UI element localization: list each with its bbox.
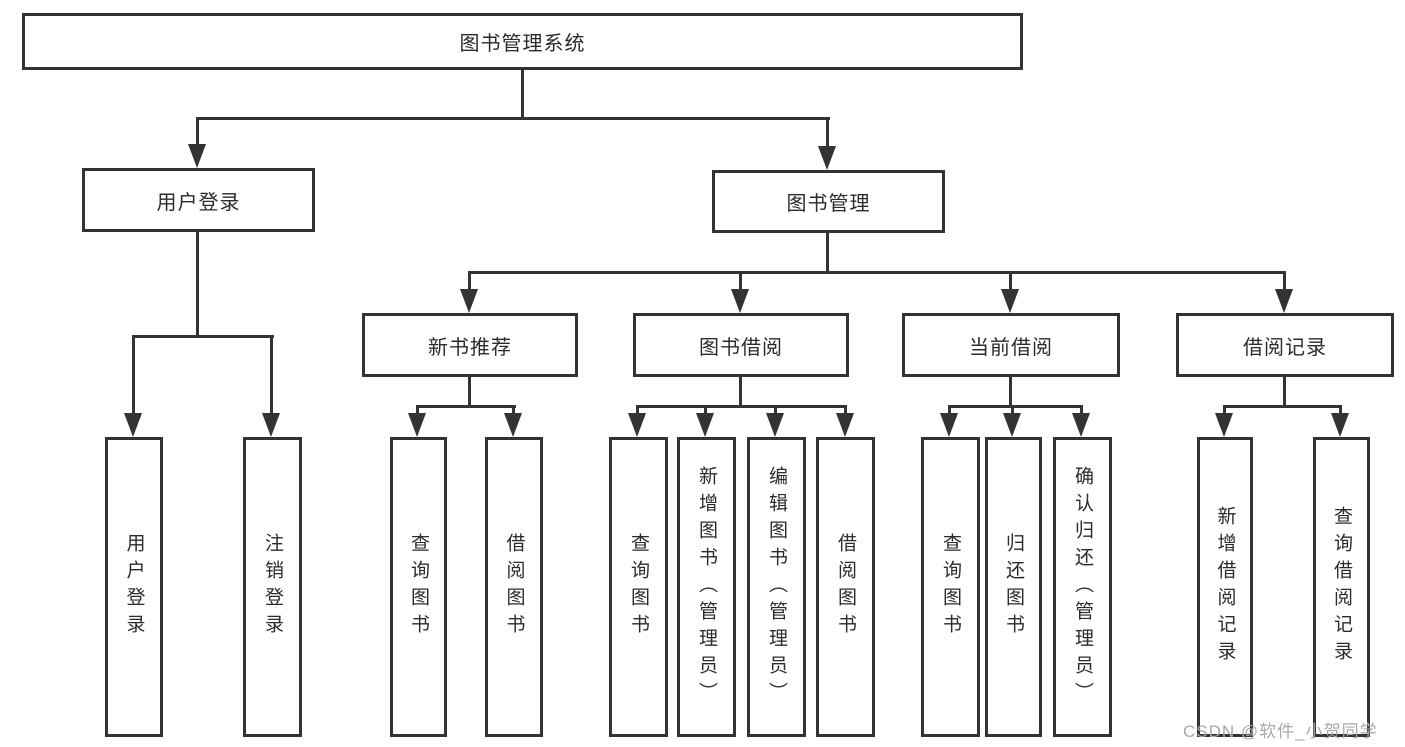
leaf-add-book-admin: 新增图书（管理员） bbox=[677, 437, 736, 737]
leaf-return-book: 归还图书 bbox=[985, 437, 1042, 737]
connector-line bbox=[636, 405, 847, 408]
connector-line bbox=[468, 271, 1286, 274]
node-book-borrow: 图书借阅 bbox=[633, 313, 849, 377]
connector-line bbox=[468, 271, 471, 291]
leaf-borrow-book-recommend: 借阅图书 bbox=[485, 437, 543, 737]
arrowhead-down bbox=[504, 413, 522, 437]
connector-line bbox=[1009, 271, 1012, 291]
connector-line bbox=[416, 405, 516, 408]
connector-line bbox=[1080, 405, 1083, 415]
connector-line bbox=[948, 405, 1082, 408]
connector-line bbox=[636, 405, 639, 415]
connector-line bbox=[1339, 405, 1342, 415]
connector-line bbox=[1223, 405, 1342, 408]
connector-line bbox=[132, 335, 135, 415]
connector-line bbox=[512, 405, 515, 415]
connector-line bbox=[948, 405, 951, 415]
connector-line bbox=[844, 405, 847, 415]
connector-line bbox=[270, 335, 273, 415]
leaf-query-current-borrow: 查询图书 bbox=[921, 437, 980, 737]
node-borrow-record: 借阅记录 bbox=[1176, 313, 1394, 377]
leaf-query-book-recommend: 查询图书 bbox=[390, 437, 447, 737]
connector-line bbox=[1009, 377, 1012, 407]
node-current-borrow: 当前借阅 bbox=[902, 313, 1120, 377]
arrowhead-down bbox=[1215, 413, 1233, 437]
arrowhead-down bbox=[124, 413, 142, 437]
leaf-query-book: 查询图书 bbox=[609, 437, 668, 737]
connector-line bbox=[196, 232, 199, 338]
arrowhead-down bbox=[460, 289, 478, 313]
arrowhead-down bbox=[1331, 413, 1349, 437]
connector-line bbox=[704, 405, 707, 415]
node-new-book-recommend: 新书推荐 bbox=[362, 313, 578, 377]
connector-line bbox=[826, 233, 829, 274]
node-book-management: 图书管理 bbox=[712, 170, 945, 233]
arrowhead-down bbox=[836, 413, 854, 437]
connector-line bbox=[196, 117, 830, 120]
connector-line bbox=[1223, 405, 1226, 415]
leaf-user-login: 用户登录 bbox=[105, 437, 163, 737]
csdn-watermark: CSDN @软件_小贺同学 bbox=[1183, 722, 1378, 741]
arrowhead-down bbox=[408, 413, 426, 437]
leaf-edit-book-admin: 编辑图书（管理员） bbox=[747, 437, 806, 737]
connector-line bbox=[1283, 271, 1286, 291]
node-user-login: 用户登录 bbox=[82, 168, 315, 232]
arrowhead-down bbox=[731, 289, 749, 313]
connector-line bbox=[826, 117, 829, 150]
arrowhead-down bbox=[766, 413, 784, 437]
connector-line bbox=[1011, 405, 1014, 415]
node-root: 图书管理系统 bbox=[22, 13, 1023, 70]
connector-line bbox=[521, 70, 524, 118]
arrowhead-down bbox=[262, 413, 280, 437]
leaf-query-borrow-record: 查询借阅记录 bbox=[1313, 437, 1370, 737]
arrowhead-down bbox=[1275, 289, 1293, 313]
arrowhead-down bbox=[696, 413, 714, 437]
arrowhead-down bbox=[628, 413, 646, 437]
connector-line bbox=[196, 117, 199, 147]
arrowhead-down bbox=[1001, 289, 1019, 313]
arrowhead-down bbox=[818, 146, 836, 170]
leaf-logout: 注销登录 bbox=[243, 437, 302, 737]
arrowhead-down bbox=[940, 413, 958, 437]
connector-line bbox=[739, 377, 742, 407]
arrowhead-down bbox=[1003, 413, 1021, 437]
arrowhead-down bbox=[1072, 413, 1090, 437]
connector-line bbox=[468, 377, 471, 407]
connector-line bbox=[739, 271, 742, 291]
leaf-add-borrow-record: 新增借阅记录 bbox=[1197, 437, 1253, 737]
leaf-borrow-book: 借阅图书 bbox=[816, 437, 875, 737]
connector-line bbox=[774, 405, 777, 415]
connector-line bbox=[132, 335, 274, 338]
connector-line bbox=[416, 405, 419, 415]
connector-line bbox=[1283, 377, 1286, 407]
leaf-confirm-return-admin: 确认归还（管理员） bbox=[1053, 437, 1112, 737]
arrowhead-down bbox=[188, 144, 206, 168]
